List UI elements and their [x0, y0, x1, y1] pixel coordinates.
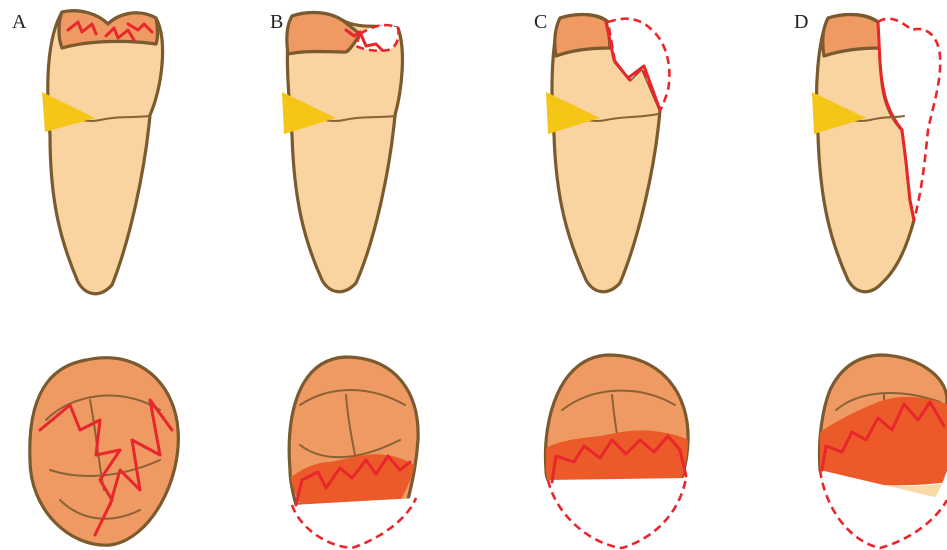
- panel-label-d: D: [794, 11, 808, 33]
- panel-label-b: B: [270, 11, 283, 33]
- panel-label-c: C: [534, 11, 547, 33]
- panel-label-a: A: [12, 11, 27, 33]
- tooth-occlusal-view-a: [30, 358, 179, 545]
- tooth-side-view-d: [812, 15, 940, 292]
- tooth-occlusal-view-c: [545, 355, 692, 548]
- crown-occlusal-cap: [59, 11, 158, 48]
- missing-fragment-outline: [292, 498, 416, 548]
- panel-a: [30, 11, 179, 545]
- tooth-side-view-a: [42, 11, 163, 294]
- tooth-side-view-b: [282, 13, 402, 292]
- tooth-body: [287, 13, 402, 292]
- tooth-occlusal-view-d: [819, 355, 947, 548]
- panel-d: [812, 15, 947, 548]
- missing-fragment-outline: [548, 478, 686, 548]
- panel-b: [282, 13, 420, 548]
- tooth-side-view-c: [546, 15, 669, 292]
- tooth-occlusal-view-b: [289, 357, 420, 548]
- panel-c: [545, 15, 692, 548]
- tooth-body: [48, 11, 163, 294]
